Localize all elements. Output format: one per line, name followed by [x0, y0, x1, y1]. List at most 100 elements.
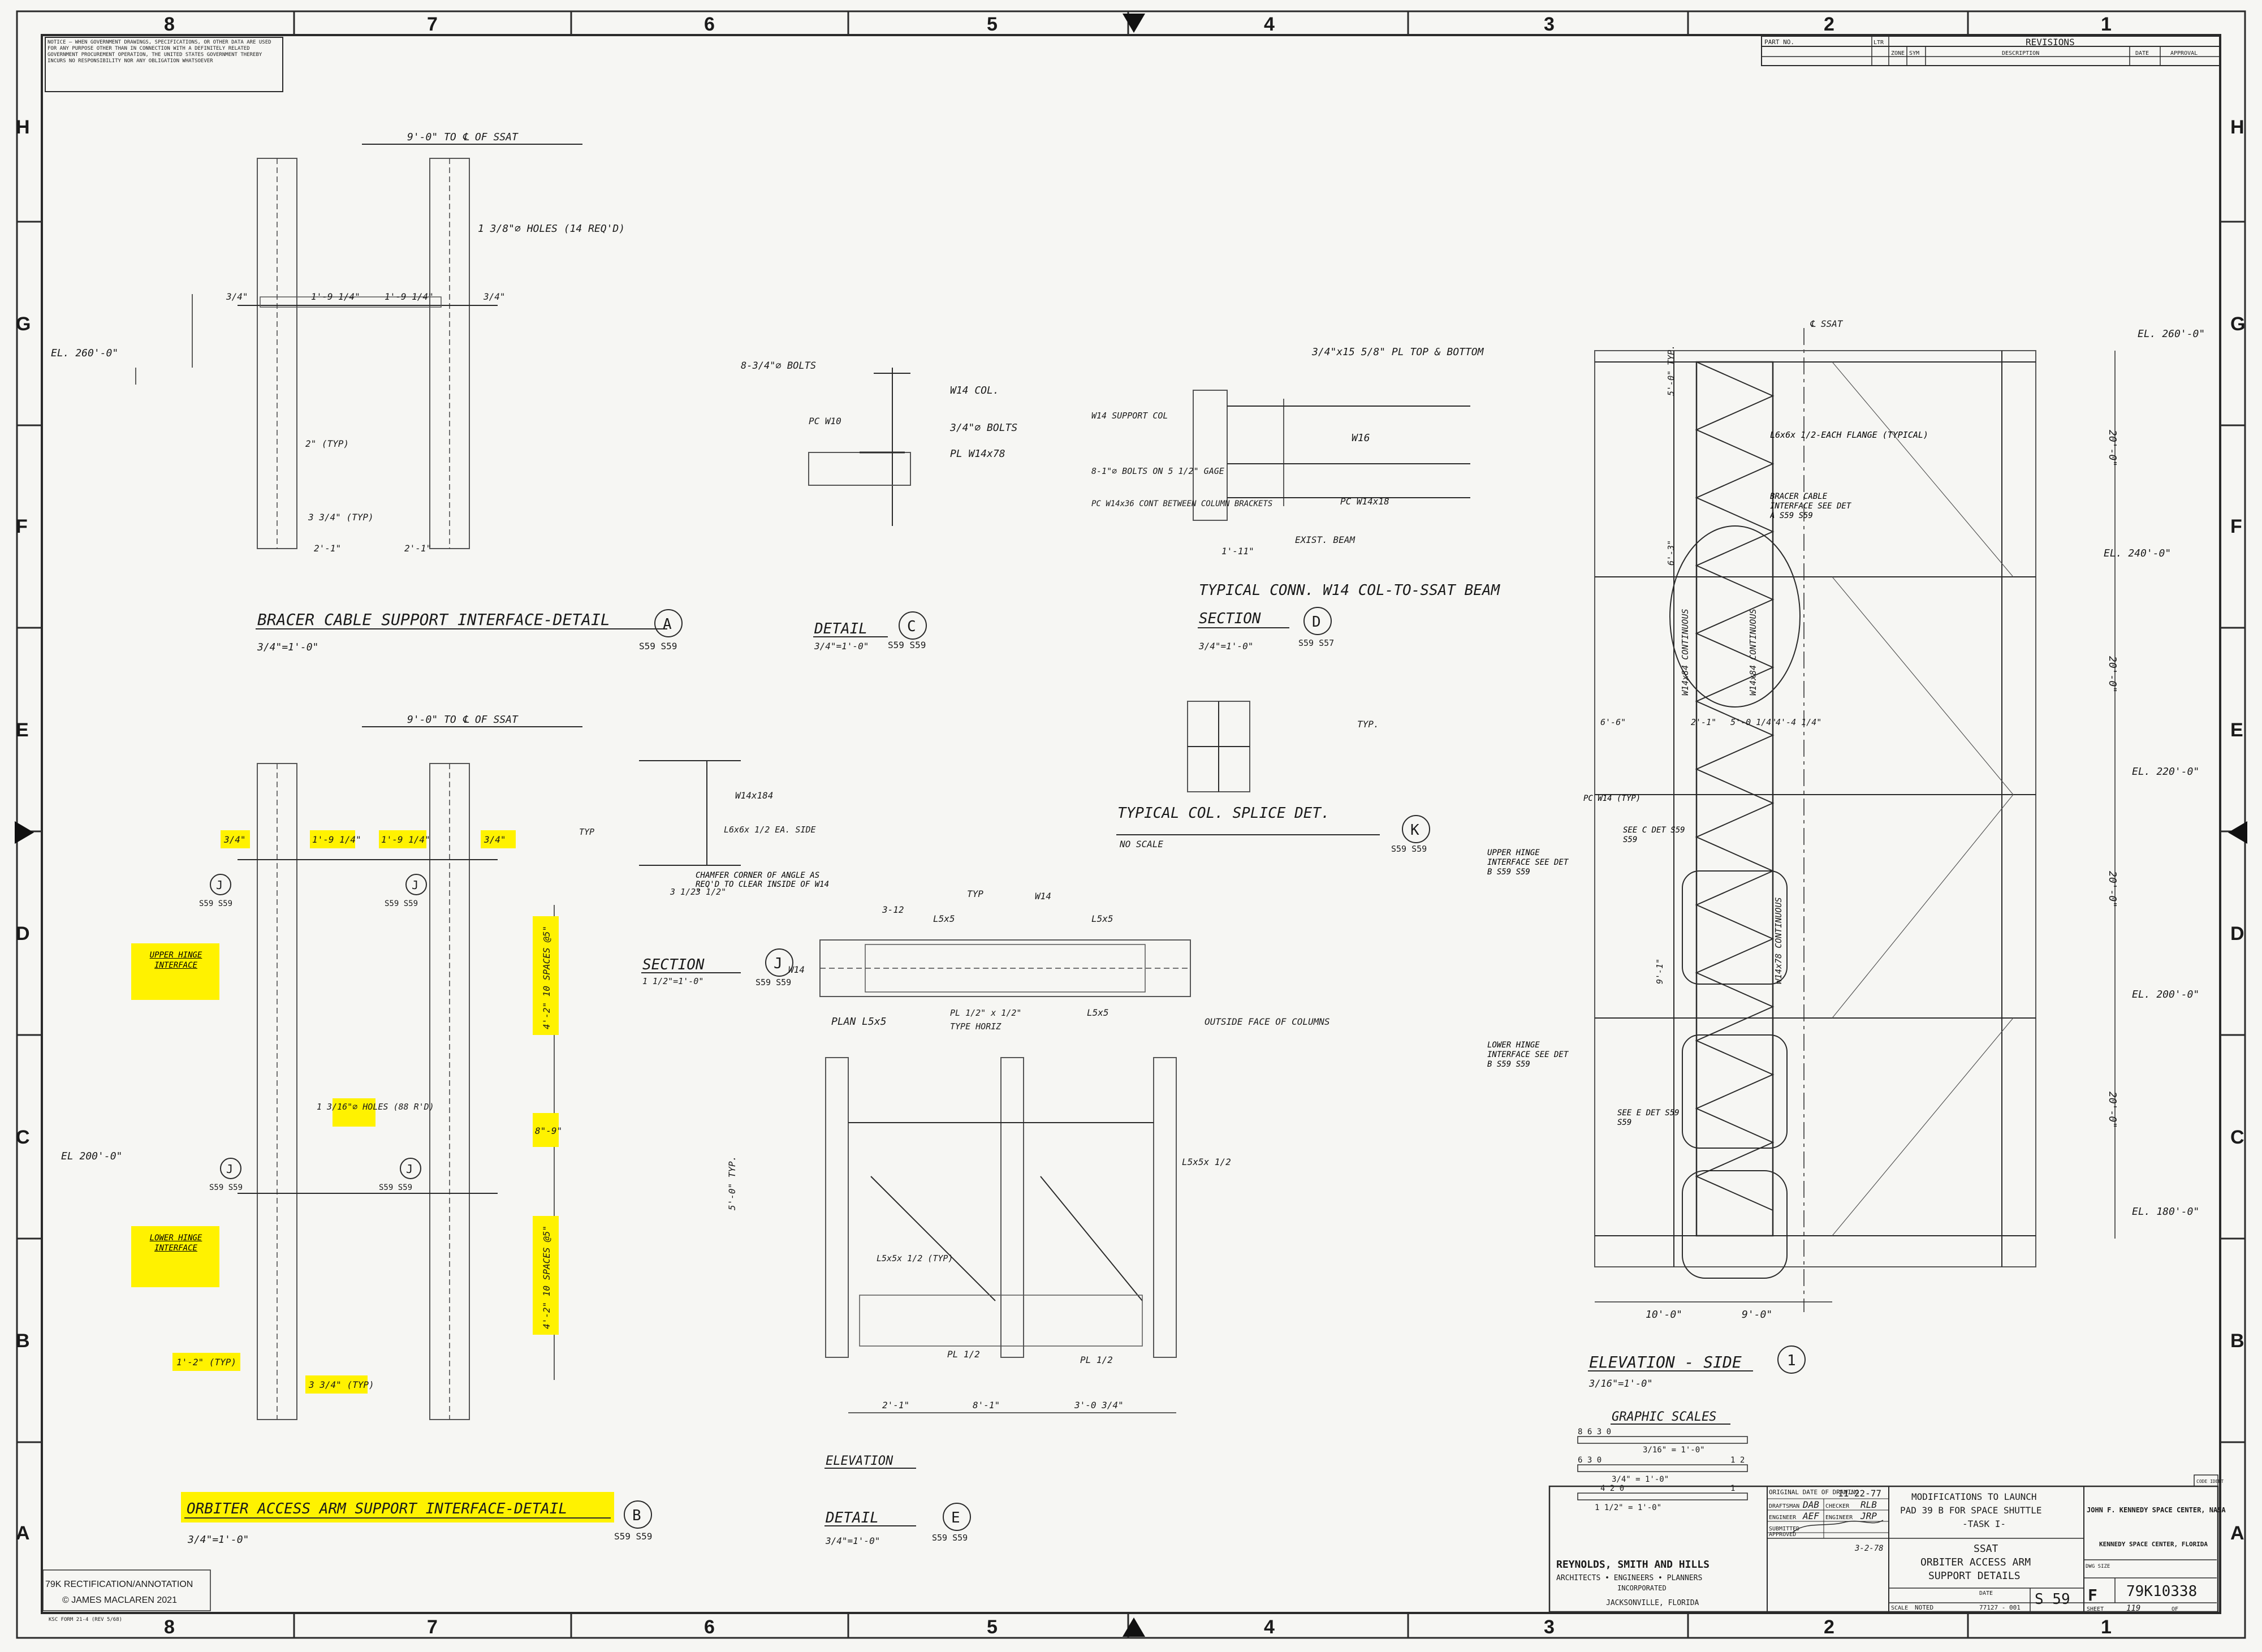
scale-numbers: 1 [1730, 1484, 1735, 1493]
field-label: ENGINEER [1769, 1515, 1797, 1521]
signature [1792, 1520, 1884, 1533]
rev-col-label: ZONE [1891, 50, 1905, 57]
field-label: DATE [1979, 1590, 1993, 1597]
agency: JOHN F. KENNEDY SPACE CENTER, NASA [2087, 1506, 2226, 1514]
scale-text: 3/4"=1'-0" [257, 641, 318, 653]
title-block: ORIGINAL DATE OF DRAWING 11-22-77 DRAFTS… [1548, 1474, 2226, 1613]
highlight [172, 1353, 240, 1371]
note-text: TYP [579, 827, 594, 837]
row-labels-left: H G F E D C B A [16, 117, 31, 1544]
section-letter: J [412, 878, 418, 892]
see-e-ref: SEE E DET S59 S59 [1617, 1108, 1680, 1127]
row-label: C [16, 1127, 30, 1148]
lower-hinge-ref: LOWER HINGE INTERFACE SEE DET B S59 S59 [1487, 1041, 1569, 1069]
note-text: 8-1"⌀ BOLTS ON 5 1/2" GAGE [1091, 466, 1224, 476]
detail-letter: 1 [1787, 1352, 1796, 1369]
row-label: B [16, 1330, 30, 1352]
row-label: F [16, 516, 28, 537]
scale-text: 1 1/2"=1'-0" [642, 976, 703, 986]
dim-text: 20'-0" [2106, 430, 2118, 467]
hl-text: 1'-9 1/4" [312, 834, 361, 845]
hl-text: 4'-2" 10 SPACES @5" [541, 926, 552, 1029]
center-arrow-icon [1123, 1618, 1145, 1637]
highlight [333, 1098, 375, 1127]
detail-letter: A [663, 616, 672, 633]
elevation-side-1: ℄ SSAT EL. 260'-0" EL. 240'-0" EL. 220'-… [1487, 318, 2205, 1390]
detail-letter: C [907, 618, 916, 635]
dim-text: 2'-1" [882, 1400, 909, 1411]
note-text: PL 1/2 [947, 1349, 980, 1360]
detail-ref: S59 S59 [614, 1531, 652, 1542]
firm-name: REYNOLDS, SMITH AND HILLS [1556, 1559, 1710, 1571]
agency-line: KENNEDY SPACE CENTER, FLORIDA [2099, 1541, 2208, 1548]
note-text: W14 [788, 964, 805, 975]
note-text: 3 3/4" (TYP) [308, 512, 374, 523]
detail-ref: S59 S59 [639, 641, 677, 652]
upper-hinge-note: UPPER HINGE INTERFACE [149, 951, 202, 970]
rev-col-label: PART NO. [1764, 38, 1794, 46]
row-label: H [16, 117, 30, 138]
drawing-title: SSAT [1974, 1543, 1998, 1555]
highlight [310, 830, 355, 848]
note-text: TYPE HORIZ [950, 1021, 1002, 1032]
detail-title: BRACER CABLE SUPPORT INTERFACE-DETAIL [257, 610, 610, 629]
scale-numbers: 6 3 0 [1578, 1456, 1601, 1465]
row-label: F [2230, 516, 2242, 537]
col-label: 6 [704, 14, 715, 35]
sheet-of: 119 [2126, 1604, 2140, 1613]
col-label: 6 [704, 1616, 715, 1638]
annotation-line: © JAMES MACLAREN 2021 [62, 1595, 177, 1605]
dim-text: 2'-1" [314, 543, 341, 554]
el-text: EL. 200'-0" [2132, 989, 2199, 1000]
note-text: L5x5 [1091, 913, 1113, 924]
annotation-box [42, 1569, 211, 1611]
note-text: W14 SUPPORT COL [1091, 411, 1168, 421]
dim-text: 2'-1" [404, 543, 431, 554]
pc-w14-note: PC W14 (TYP) [1583, 794, 1641, 803]
note-text: PL W14x78 [950, 448, 1005, 460]
rev-col-label: SYM [1909, 50, 1919, 57]
section-ref: S59 S59 [379, 1183, 412, 1192]
rev-col-label: DATE [2135, 50, 2149, 57]
dim-text: 3'-0 3/4" [1074, 1400, 1124, 1411]
engineer2: JRP [1860, 1511, 1877, 1521]
flange-note: L6x6x 1/2-EACH FLANGE (TYPICAL) [1770, 430, 1928, 440]
row-label: A [16, 1522, 30, 1544]
dim-text: 9'-0" TO ℄ OF SSAT [407, 714, 519, 726]
center-arrow-icon [2228, 821, 2247, 844]
dim-text: 3 1/2" [695, 887, 726, 897]
detail-title: DETAIL [814, 620, 867, 637]
row-label: G [2230, 313, 2245, 335]
detail-letter: K [1410, 822, 1419, 839]
scales-title: GRAPHIC SCALES [1612, 1410, 1716, 1424]
note-text: TYP [967, 888, 983, 899]
detail-ref: S59 S59 [756, 977, 791, 987]
column-labels-top: 8 7 6 5 4 3 2 1 [164, 14, 2112, 35]
view-label: ELEVATION [826, 1454, 893, 1468]
col-label: 3 [1544, 1616, 1555, 1638]
dim-text: 5'-0" TYP. [1666, 345, 1676, 396]
hl-text: 4'-2" 10 SPACES @5" [541, 1226, 552, 1329]
detail-title: TYPICAL COL. SPLICE DET. [1117, 805, 1330, 822]
dim-text: 10'-0" [1646, 1309, 1682, 1321]
detail-e: 3-12 TYP W14 L5x5 L5x5 W14 PLAN L5x5 PL … [727, 888, 1330, 1546]
field-label: DRAFTSMAN [1769, 1503, 1799, 1509]
dim-text: 9'-1" [1655, 959, 1665, 984]
note-text: TYP. [1357, 719, 1379, 730]
row-label: B [2230, 1330, 2244, 1352]
scale-label: 3/16" = 1'-0" [1643, 1446, 1705, 1455]
note-text: 3-12 [882, 904, 904, 915]
engineer: AEF [1802, 1511, 1819, 1521]
section-ref: S59 S59 [199, 899, 232, 908]
column-labels-bottom: 8 7 6 5 4 3 2 1 [164, 1616, 2112, 1638]
row-label: A [2230, 1522, 2244, 1544]
form-number: KSC FORM 21-4 (REV 5/68) [49, 1617, 122, 1623]
hl-text: 3/4" [484, 834, 506, 845]
note-text: 3/4"⌀ BOLTS [949, 422, 1017, 434]
chamfer-note: CHAMFER CORNER OF ANGLE AS REQ'D TO CLEA… [696, 871, 830, 889]
note-text: W14x184 [735, 790, 773, 801]
dim-text: 20'-0" [2106, 656, 2118, 693]
highlight [221, 830, 250, 848]
